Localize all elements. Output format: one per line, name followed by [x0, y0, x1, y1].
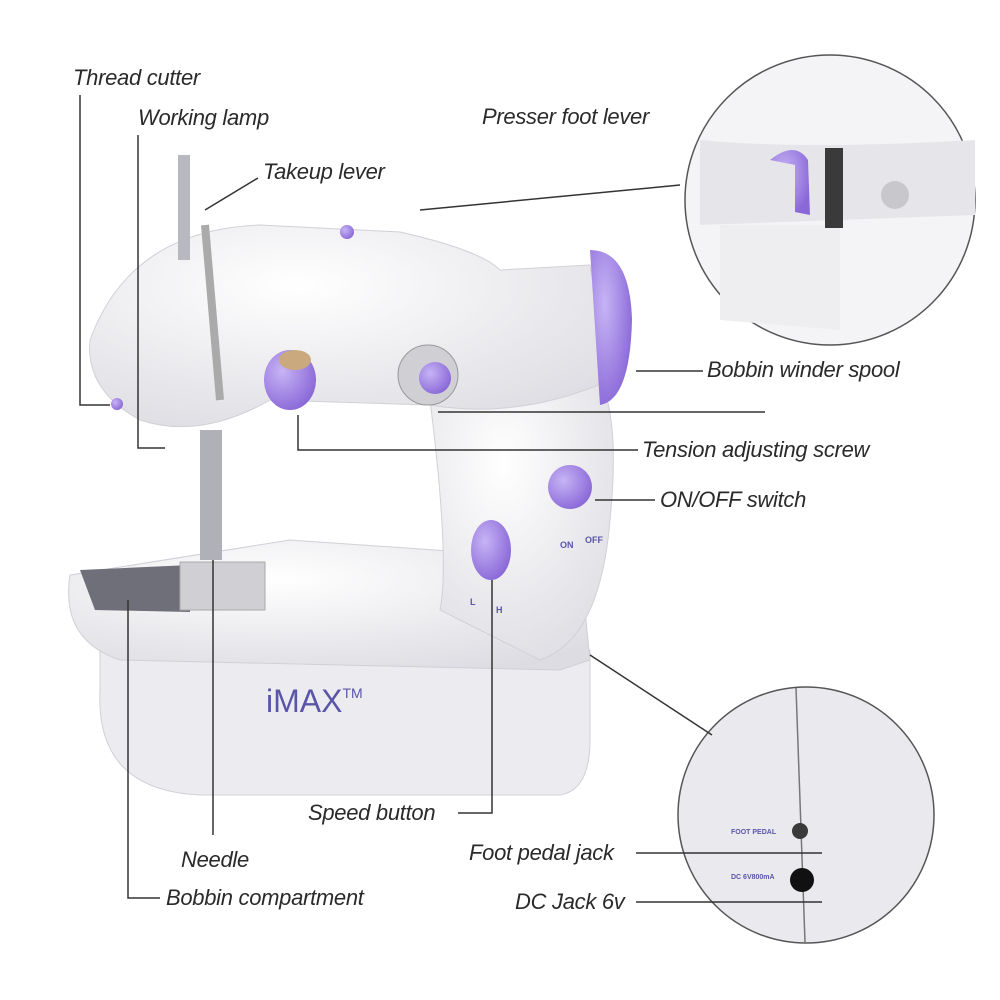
leader-tension — [297, 415, 638, 451]
tension-knob — [264, 350, 316, 410]
label-bobbin-winder-spool: Bobbin winder spool — [707, 357, 900, 382]
leader-speed — [458, 580, 493, 814]
label-dc-jack: DC Jack 6v — [515, 889, 625, 914]
brand-logo: iMAXTM — [266, 683, 363, 719]
speed-low-marking: L — [470, 597, 476, 607]
speed-high-marking: H — [496, 605, 503, 615]
label-thread-cutter: Thread cutter — [73, 65, 200, 90]
leader-presser-foot-lever — [419, 184, 681, 211]
label-speed-button: Speed button — [308, 800, 436, 825]
label-working-lamp: Working lamp — [138, 105, 269, 130]
switch-off-marking: OFF — [585, 535, 603, 545]
label-needle: Needle — [181, 847, 249, 872]
on-off-switch-knob — [548, 465, 592, 509]
leader-bobbin-compartment — [127, 600, 160, 899]
label-bobbin-compartment: Bobbin compartment — [166, 885, 364, 910]
leader-jack-inset — [589, 654, 713, 736]
leader-working-lamp — [137, 135, 165, 449]
label-tension-adjusting-screw: Tension adjusting screw — [642, 437, 870, 462]
speed-button-knob — [471, 520, 511, 580]
leader-lines — [79, 95, 822, 903]
presser-foot-inset — [684, 54, 976, 346]
label-on-off-switch: ON/OFF switch — [660, 487, 807, 512]
leader-thread-cutter — [79, 95, 110, 406]
label-takeup-lever: Takeup lever — [263, 159, 385, 184]
jack-inset: FOOT PEDAL DC 6V800mA — [677, 686, 935, 944]
leader-takeup-lever — [204, 177, 259, 211]
dc-rating-marking: DC 6V800mA — [731, 874, 775, 881]
switch-on-marking: ON — [560, 540, 574, 550]
thread-spool — [397, 344, 459, 406]
foot-pedal-marking: FOOT PEDAL — [731, 829, 777, 836]
label-presser-foot-lever: Presser foot lever — [482, 104, 650, 129]
label-foot-pedal-jack: Foot pedal jack — [469, 840, 614, 865]
